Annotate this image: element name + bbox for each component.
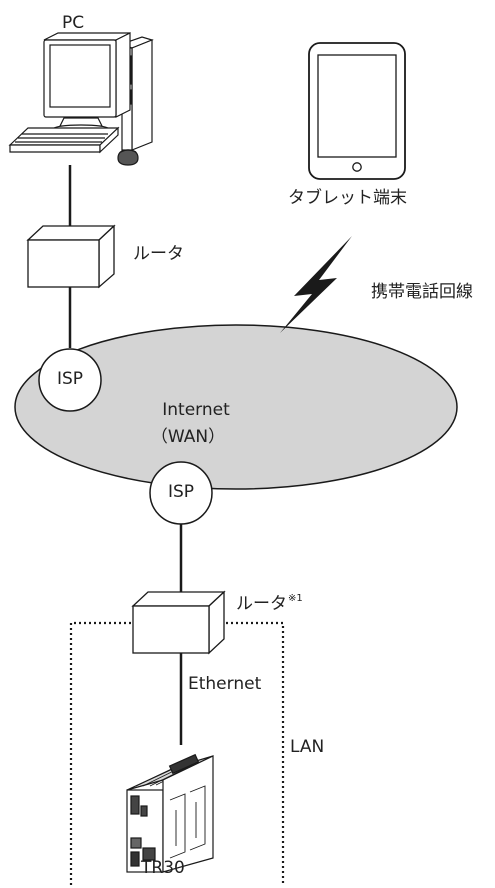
tr30-controller-icon [126, 753, 214, 873]
footnote-marker: ※1 [288, 593, 303, 604]
router-bottom-label: ルータ※1 [236, 593, 303, 614]
pc-label: PC [62, 13, 85, 33]
cellular-label: 携帯電話回線 [371, 282, 473, 302]
router-bottom-text: ルータ [236, 594, 287, 614]
lan-boundary [69, 621, 285, 885]
wan-label: （WAN） [150, 427, 226, 447]
device-label: TR30 [141, 858, 185, 878]
router-box-icon [131, 590, 226, 655]
tablet-icon [308, 42, 406, 180]
router-top-label: ルータ [133, 244, 184, 264]
isp-bottom-circle [149, 461, 213, 525]
internet-label: Internet [162, 400, 230, 420]
ethernet-label: Ethernet [188, 674, 262, 694]
isp-top-label: ISP [56, 369, 84, 389]
lan-label: LAN [290, 737, 325, 757]
isp-top-circle [38, 348, 102, 412]
lightning-bolt-icon [280, 236, 352, 333]
desktop-pc-icon [8, 32, 154, 166]
internet-cloud [14, 324, 458, 490]
router-box-icon [26, 224, 116, 289]
tablet-label: タブレット端末 [288, 188, 407, 208]
isp-bottom-label: ISP [167, 482, 195, 502]
